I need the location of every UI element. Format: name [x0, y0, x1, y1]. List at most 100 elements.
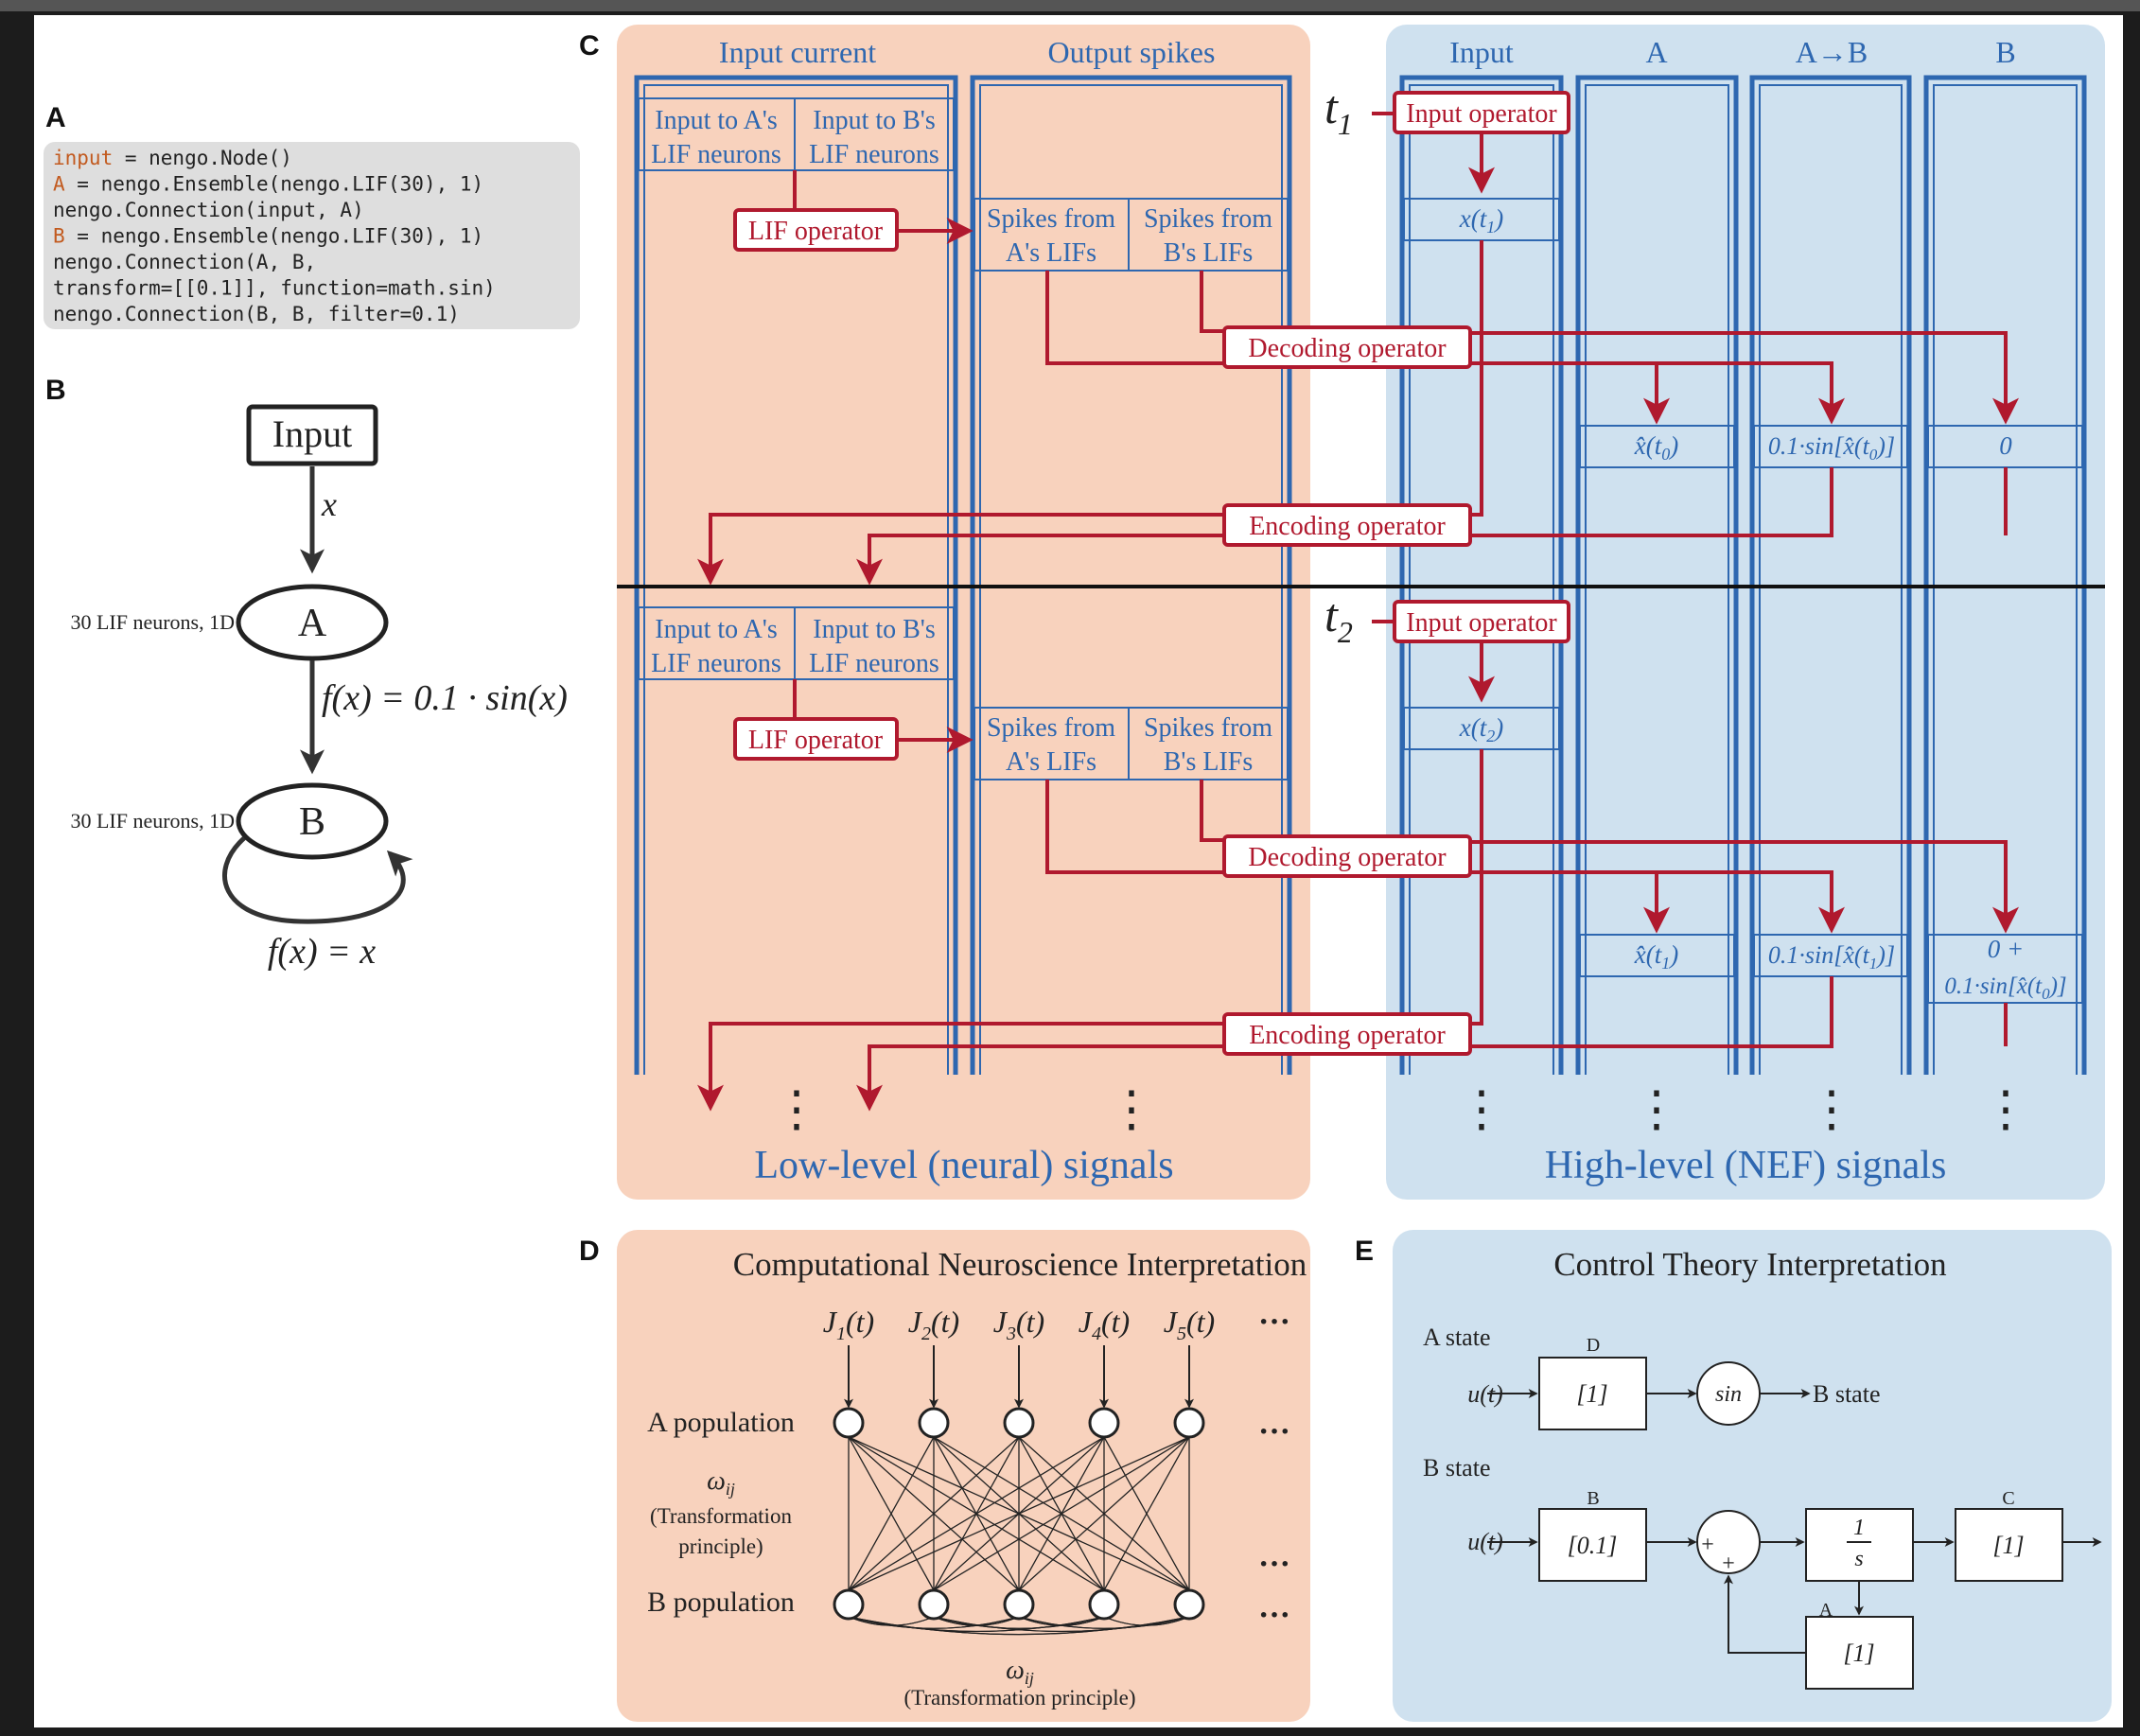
- b-state-label: B state: [1423, 1454, 1491, 1482]
- weight-edge: [1103, 1436, 1190, 1591]
- ensemble-b: [236, 782, 389, 860]
- lif-operator-2: LIF operator: [733, 717, 899, 761]
- weight-edge: [1018, 1436, 1190, 1591]
- b-t2-cell-l1: 0 +: [1988, 935, 2024, 963]
- recurrent-edge: [1018, 1616, 1190, 1629]
- b-population-label: B population: [647, 1587, 795, 1618]
- spikes-b-2-l2: B's LIFs: [1164, 747, 1254, 777]
- top-bar: [0, 0, 2140, 11]
- panel-e-bg: [1393, 1230, 2112, 1722]
- low-level-footer: Low-level (neural) signals: [754, 1144, 1173, 1187]
- current-label: J1(t): [823, 1305, 874, 1344]
- neuron-b: [918, 1588, 950, 1621]
- col-header-a: A: [1645, 35, 1667, 69]
- ensemble-a-desc: 30 LIF neurons, 1D: [70, 610, 235, 634]
- xhat-t1-cell: x̂(t1): [1634, 940, 1678, 973]
- spikes-b-1-l1: Spikes from: [1144, 204, 1272, 234]
- encoding-operator-1-label: Encoding operator: [1249, 512, 1446, 541]
- feedback-arrow: [1724, 1574, 1806, 1654]
- ensemble-a: [236, 584, 389, 661]
- column-inner-lines: [643, 84, 2078, 1075]
- a-state-label: A state: [1423, 1324, 1491, 1351]
- b-block-letter: B: [1587, 1488, 1599, 1509]
- current-label: J4(t): [1079, 1305, 1130, 1344]
- b-t2-cell-l2: 0.1·sin[x̂(t0)]: [1944, 973, 2066, 1003]
- ellipsis-input: ⋮: [1457, 1083, 1506, 1137]
- zero-cell: 0: [1999, 431, 2012, 460]
- input-node: [246, 404, 378, 466]
- input-node-label: Input: [272, 412, 352, 455]
- integrator-num: 1: [1853, 1516, 1865, 1540]
- input-operator-1-label: Input operator: [1406, 99, 1557, 129]
- ellipsis-a: ⋮: [1632, 1083, 1681, 1137]
- d-block: [1538, 1357, 1647, 1430]
- neuron-a: [833, 1407, 865, 1439]
- spikes-a-1-l1: Spikes from: [987, 204, 1115, 234]
- current-label: J2(t): [908, 1305, 959, 1344]
- decoding-operator-2: Decoding operator: [1222, 834, 1472, 878]
- weight-edge: [848, 1436, 1105, 1591]
- integrator-den: s: [1854, 1547, 1863, 1571]
- weight-edge: [848, 1436, 935, 1591]
- transform-label-left-2: principle): [678, 1534, 763, 1558]
- recurrent-edge: [933, 1616, 1190, 1632]
- ellipsis-a-to-b: ⋮: [1807, 1083, 1856, 1137]
- integrator-block: [1805, 1508, 1914, 1582]
- c-label: C: [2002, 1488, 2014, 1509]
- transform-label-bottom: (Transformation principle): [903, 1686, 1135, 1710]
- encoding-operator-2-label: Encoding operator: [1249, 1021, 1446, 1050]
- ensemble-a-label: A: [298, 602, 327, 645]
- panel-label-e: E: [1355, 1236, 1374, 1267]
- neuron-b: [1173, 1588, 1205, 1621]
- code-line: nengo.Connection(A, B,: [53, 251, 316, 273]
- neural-network: J1(t)J2(t)J3(t)J4(t)J5(t)············: [823, 1305, 1290, 1636]
- current-label: J5(t): [1164, 1305, 1215, 1344]
- c-block: [1955, 1508, 2063, 1582]
- sin-t0-cell: 0.1·sin[x̂(t0)]: [1768, 432, 1895, 464]
- spikes-a-1-l2: A's LIFs: [1006, 238, 1096, 268]
- input-to-a-1-l2: LIF neurons: [651, 140, 781, 169]
- weight-edge: [848, 1436, 1020, 1591]
- continuation-ellipses: ⋮ ⋮ ⋮ ⋮ ⋮ ⋮: [772, 1083, 2030, 1137]
- high-level-footer: High-level (NEF) signals: [1545, 1144, 1947, 1187]
- code-line: transform=[[0.1]], function=math.sin): [53, 277, 496, 300]
- neuron-a: [1003, 1407, 1035, 1439]
- weight-edge: [933, 1436, 1190, 1591]
- code-block: [44, 142, 580, 329]
- continuation-dots: ···: [1258, 1598, 1290, 1633]
- neuron-b: [833, 1588, 865, 1621]
- recurrent-edge: [1103, 1616, 1190, 1626]
- fx-ab-label: f(x) = 0.1 · sin(x): [322, 678, 568, 718]
- input-to-b-1-l1: Input to B's: [813, 106, 936, 135]
- col-header-input-current: Input current: [719, 35, 876, 69]
- input-operator-2: Input operator: [1393, 600, 1570, 643]
- low-level-bg: [617, 25, 1310, 1200]
- col-header-output-spikes: Output spikes: [1048, 35, 1216, 69]
- panel-d-title: Computational Neuroscience Interpretatio…: [733, 1246, 1307, 1283]
- sum-plus-left: +: [1701, 1533, 1714, 1557]
- current-label: J3(t): [993, 1305, 1044, 1344]
- b-block-value: [0.1]: [1568, 1532, 1618, 1559]
- a-population-label: A population: [647, 1407, 795, 1438]
- input-operator-2-label: Input operator: [1406, 608, 1557, 638]
- omega-label-bottom: ωij: [1006, 1656, 1034, 1688]
- decoding-operator-1-label: Decoding operator: [1248, 334, 1447, 363]
- col-header-b: B: [1995, 35, 2015, 69]
- column-outlines: [634, 75, 2087, 1075]
- c-block-value: [1]: [1992, 1532, 2024, 1559]
- encoding-operator-2: Encoding operator: [1222, 1012, 1472, 1056]
- d-block-value: [1]: [1576, 1380, 1607, 1408]
- ensemble-b-desc: 30 LIF neurons, 1D: [70, 809, 235, 833]
- ellipsis-input-current: ⋮: [772, 1083, 821, 1137]
- fx-bb-label: f(x) = x: [268, 932, 376, 972]
- continuation-dots: ···: [1258, 1305, 1290, 1340]
- decoding-operator-1: Decoding operator: [1222, 325, 1472, 369]
- flow-lines-step1: [697, 132, 2019, 586]
- neuron-a: [1173, 1407, 1205, 1439]
- spikes-a-2-l2: A's LIFs: [1006, 747, 1096, 777]
- lif-operator-2-label: LIF operator: [748, 726, 884, 755]
- transform-label-left-1: (Transformation: [650, 1504, 792, 1528]
- d-label: D: [1587, 1335, 1600, 1356]
- code-lines: input = nengo.Node()A = nengo.Ensemble(n…: [53, 147, 496, 325]
- neuron-a: [1088, 1407, 1120, 1439]
